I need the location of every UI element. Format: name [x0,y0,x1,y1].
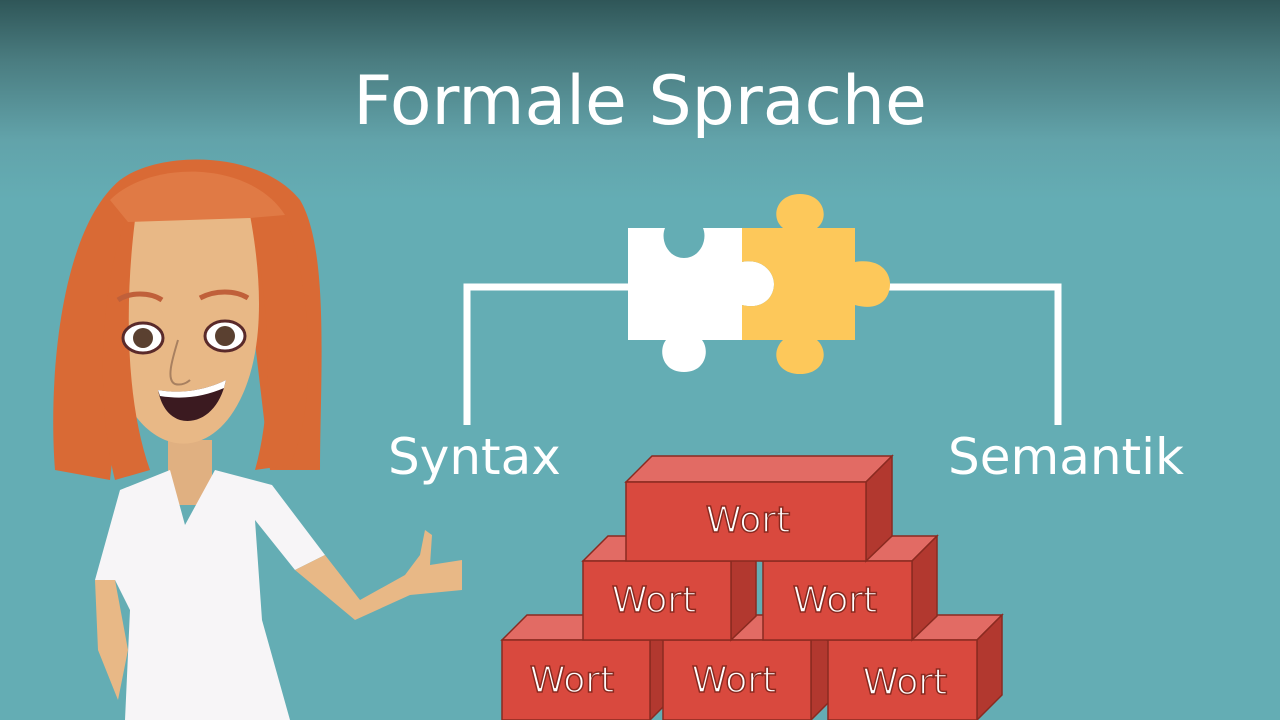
brick-label: Wort [692,660,776,701]
brick-label: Wort [863,662,947,703]
brick-label: Wort [530,660,614,701]
puzzle-icon [628,194,890,374]
brick-label: Wort [612,580,696,621]
brick-pyramid: Wort Wort Wort Wort Wort [500,454,1004,720]
bracket-lines [463,283,1062,425]
brick: Wort [624,454,894,563]
page-title: Formale Sprache [353,62,927,141]
brick-label: Wort [793,580,877,621]
brick-label: Wort [706,500,790,541]
syntax-label: Syntax [388,428,561,486]
semantik-label: Semantik [948,428,1184,486]
teacher-character [53,159,462,720]
